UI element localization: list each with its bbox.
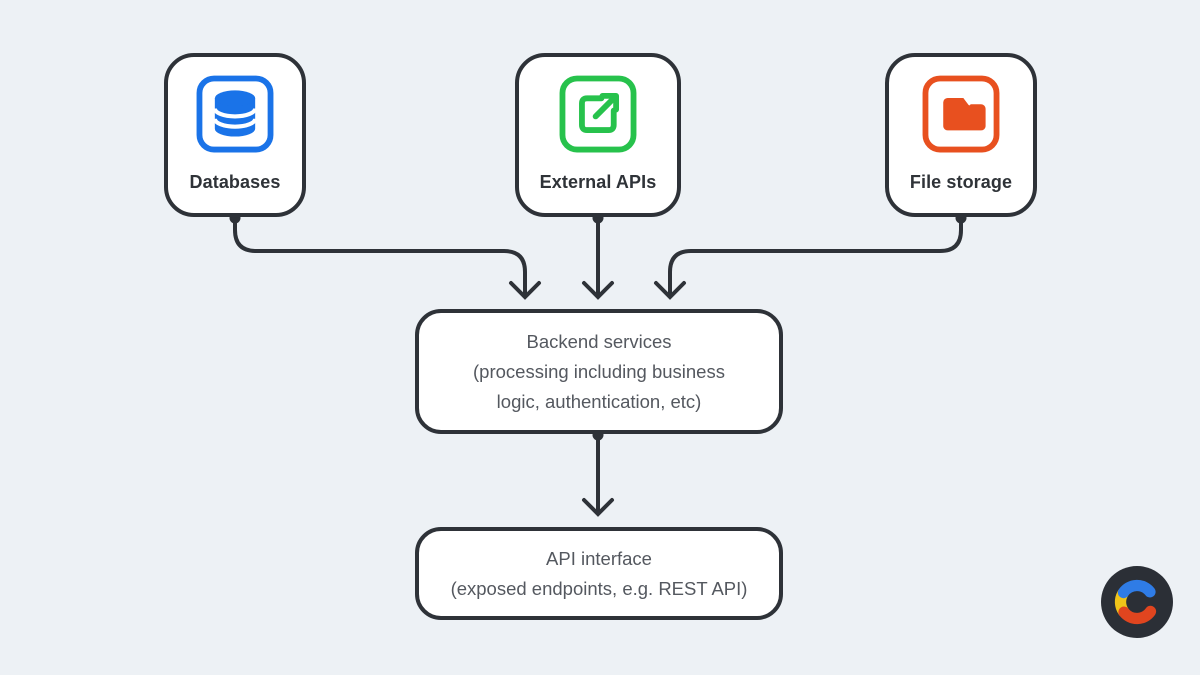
arrow-databases-to-backend xyxy=(233,216,541,300)
api-line-2: (exposed endpoints, e.g. REST API) xyxy=(450,577,748,599)
brand-logo-icon xyxy=(1101,566,1173,638)
node-backend-services: Backend services (processing including b… xyxy=(415,309,783,434)
api-line-1: API interface xyxy=(546,547,652,569)
node-databases: Databases xyxy=(164,53,306,217)
node-external-apis: External APIs xyxy=(515,53,681,217)
arrow-external-apis-to-backend xyxy=(582,216,614,300)
database-icon xyxy=(196,75,274,153)
backend-line-2: (processing including business xyxy=(473,360,725,382)
folder-icon xyxy=(922,75,1000,153)
backend-line-1: Backend services xyxy=(526,330,672,352)
node-file-storage-label: File storage xyxy=(909,172,1013,192)
node-external-apis-label: External APIs xyxy=(539,172,657,192)
node-file-storage: File storage xyxy=(885,53,1037,217)
arrow-backend-to-api xyxy=(582,433,614,517)
external-link-icon xyxy=(559,75,637,153)
arrow-file-storage-to-backend xyxy=(654,216,963,300)
node-api-interface: API interface (exposed endpoints, e.g. R… xyxy=(415,527,783,620)
node-databases-label: Databases xyxy=(189,172,281,192)
backend-line-3: logic, authentication, etc) xyxy=(496,390,702,412)
brand-logo xyxy=(1101,566,1173,638)
